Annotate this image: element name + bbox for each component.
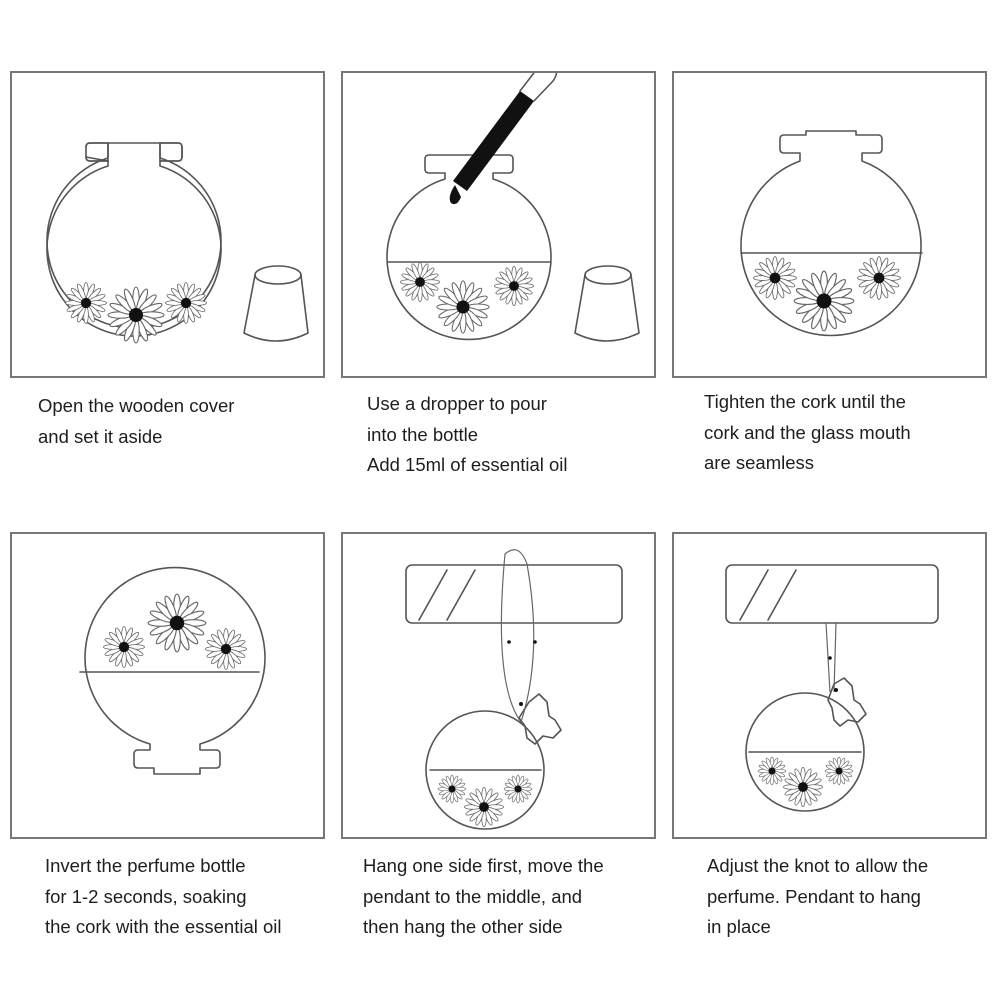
caption-line: for 1-2 seconds, soaking xyxy=(45,885,247,907)
daisy-icon xyxy=(753,256,797,300)
step-1-panel xyxy=(10,71,325,378)
daisy-icon xyxy=(437,774,467,804)
daisy-icon xyxy=(65,282,107,324)
step-5-panel xyxy=(341,532,656,839)
daisy-icon xyxy=(205,628,247,670)
step-3-illustration xyxy=(740,130,923,337)
daisy-icon xyxy=(107,286,165,344)
caption-line: Use a dropper to pour xyxy=(367,393,547,414)
caption-line: the cork with the essential oil xyxy=(45,916,282,937)
daisy-icon xyxy=(494,266,534,306)
corked-bottle-icon xyxy=(740,130,923,337)
step-5-caption: Hang one side first, move the pendant to… xyxy=(363,851,604,943)
caption-line: are seamless xyxy=(704,452,815,473)
step-5-illustration xyxy=(405,549,623,830)
hanging-string-icon xyxy=(500,549,537,723)
caption-line: and set it aside xyxy=(38,425,163,447)
headrest-bar-icon xyxy=(725,564,939,624)
step-1-illustration xyxy=(46,142,309,344)
caption-line: then hang the other side xyxy=(363,916,563,937)
dropper-icon xyxy=(449,73,558,205)
hanging-pendant-icon xyxy=(425,693,562,830)
daisy-icon xyxy=(103,626,145,668)
step-6-illustration xyxy=(725,564,939,812)
step-4-illustration xyxy=(79,566,266,775)
oil-drop-icon xyxy=(449,185,461,205)
caption-line: perfume. Pendant to hang xyxy=(707,885,921,907)
step-2-panel xyxy=(341,71,656,378)
daisy-icon xyxy=(857,256,901,300)
daisy-icon xyxy=(783,767,823,807)
step-4-caption: Invert the perfume bottle for 1-2 second… xyxy=(45,851,282,943)
daisy-icon xyxy=(503,774,533,804)
step-4-panel xyxy=(10,532,325,839)
caption-line: Tighten the cork until the xyxy=(704,391,906,412)
cork-icon xyxy=(243,265,309,342)
caption-line: Open the wooden cover xyxy=(38,395,235,416)
step-3-panel xyxy=(672,71,987,378)
daisy-icon xyxy=(165,282,207,324)
caption-line: Invert the perfume bottle xyxy=(45,855,246,876)
daisy-icon xyxy=(824,756,854,786)
inverted-bottle-icon xyxy=(79,566,266,775)
step-3-caption: Tighten the cork until the cork and the … xyxy=(704,387,911,479)
daisy-icon xyxy=(147,593,207,653)
step-6-panel xyxy=(672,532,987,839)
daisy-icon xyxy=(793,270,855,332)
cork-icon xyxy=(574,265,640,342)
caption-line: in place xyxy=(707,916,771,937)
daisy-icon xyxy=(400,262,440,302)
step-6-caption: Adjust the knot to allow the perfume. Pe… xyxy=(707,851,928,943)
step-2-illustration xyxy=(386,73,640,342)
step-1-caption: Open the wooden cover and set it aside xyxy=(38,391,234,452)
hanging-string-icon xyxy=(825,622,838,693)
daisy-icon xyxy=(757,756,787,786)
caption-line: Adjust the knot to allow the xyxy=(707,855,929,876)
step-2-caption: Use a dropper to pour into the bottle Ad… xyxy=(367,389,568,481)
caption-line: Hang one side first, move the xyxy=(363,855,604,876)
caption-line: cork and the glass mouth xyxy=(704,421,911,443)
caption-line: pendant to the middle, and xyxy=(363,885,583,907)
caption-line: Add 15ml of essential oil xyxy=(367,454,568,475)
perfume-bottle-icon xyxy=(386,154,552,341)
hanging-pendant-icon xyxy=(745,677,867,812)
daisy-icon xyxy=(464,787,504,827)
headrest-bar-icon xyxy=(405,564,623,624)
daisy-icon xyxy=(436,280,490,334)
caption-line: into the bottle xyxy=(367,423,479,445)
